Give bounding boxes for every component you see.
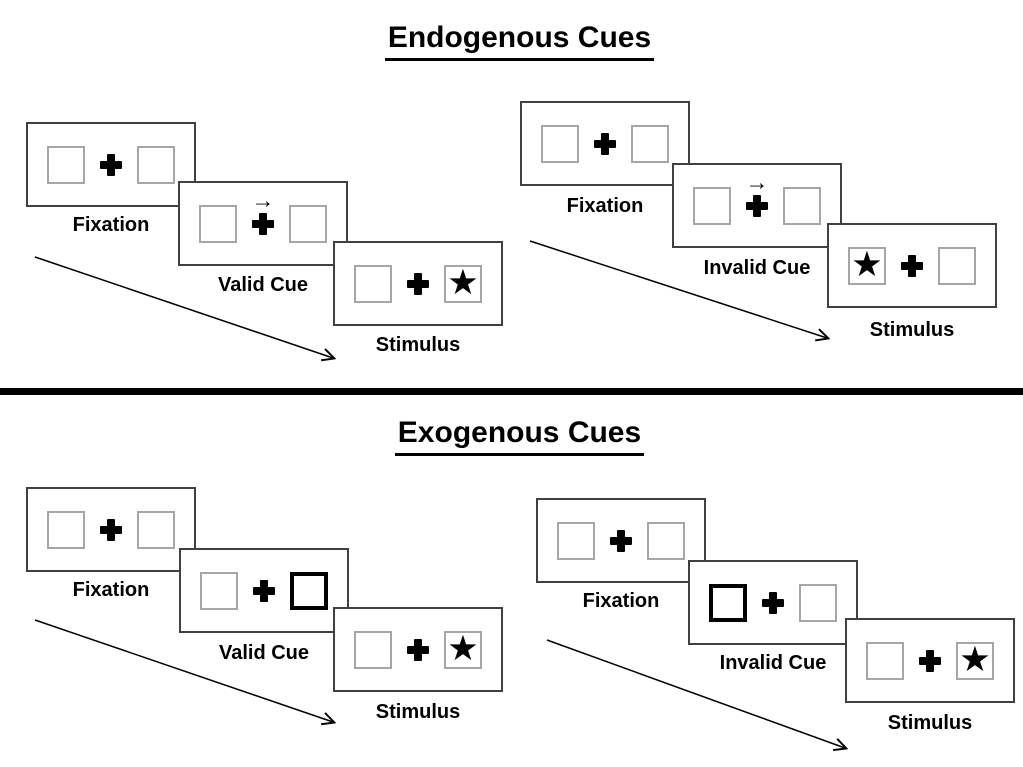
center-stack: → bbox=[251, 188, 275, 236]
cue-screen: → bbox=[672, 163, 842, 248]
target-star-icon: ★ bbox=[447, 628, 479, 668]
fixation-cross-icon bbox=[594, 132, 616, 155]
target-box-right: ★ bbox=[956, 639, 994, 680]
placeholder-box-right bbox=[137, 510, 175, 549]
target-box-right: ★ bbox=[444, 628, 482, 669]
cue-screen bbox=[688, 560, 858, 645]
screen-label: Invalid Cue bbox=[719, 652, 827, 674]
exogenous-cue-box bbox=[290, 571, 328, 610]
target-box-right: ★ bbox=[444, 262, 482, 303]
placeholder-box-right bbox=[631, 124, 669, 163]
fixation-cross-icon bbox=[100, 518, 122, 541]
cue-arrow-icon: → bbox=[745, 168, 769, 195]
placeholder-box-right bbox=[938, 246, 976, 285]
fixation-screen bbox=[520, 101, 690, 186]
placeholder-box-left bbox=[199, 204, 237, 243]
target-star-icon: ★ bbox=[959, 639, 991, 679]
placeholder-box-left bbox=[47, 510, 85, 549]
placeholder-box-right bbox=[799, 583, 837, 622]
section-title-exogenous: Exogenous Cues bbox=[8, 416, 1023, 456]
fixation-screen bbox=[26, 122, 196, 207]
time-arrow bbox=[546, 639, 857, 758]
center-stack bbox=[99, 518, 123, 542]
cue-screen: → bbox=[178, 181, 348, 266]
placeholder-box-right bbox=[289, 204, 327, 243]
center-stack bbox=[918, 649, 942, 673]
exogenous-cue-box bbox=[709, 583, 747, 622]
screen-label: Invalid Cue bbox=[703, 257, 811, 279]
center-stack bbox=[406, 638, 430, 662]
fixation-cross-icon bbox=[253, 579, 275, 602]
fixation-cross-icon bbox=[252, 212, 274, 235]
section-title-text: Exogenous Cues bbox=[394, 416, 645, 456]
placeholder-box-right bbox=[783, 186, 821, 225]
cue-screen bbox=[179, 548, 349, 633]
fixation-screen bbox=[536, 498, 706, 583]
center-stack bbox=[609, 529, 633, 553]
placeholder-box-left bbox=[557, 521, 595, 560]
time-arrow bbox=[34, 619, 345, 732]
section-title-text: Endogenous Cues bbox=[384, 21, 655, 61]
placeholder-box-right bbox=[647, 521, 685, 560]
fixation-cross-icon bbox=[100, 153, 122, 176]
section-divider bbox=[0, 388, 1023, 395]
center-stack: → bbox=[745, 170, 769, 218]
fixation-cross-icon bbox=[407, 638, 429, 661]
screen-label: Stimulus bbox=[887, 712, 973, 734]
placeholder-box-left bbox=[47, 145, 85, 184]
screen-label: Valid Cue bbox=[218, 642, 310, 664]
center-stack bbox=[593, 132, 617, 156]
placeholder-box-left bbox=[866, 641, 904, 680]
stimulus-screen: ★ bbox=[333, 241, 503, 326]
fixation-cross-icon bbox=[762, 591, 784, 614]
center-stack bbox=[761, 591, 785, 615]
screen-label: Fixation bbox=[72, 214, 150, 236]
center-stack bbox=[406, 272, 430, 296]
target-box-left: ★ bbox=[848, 244, 886, 285]
placeholder-box-left bbox=[541, 124, 579, 163]
placeholder-box-left bbox=[693, 186, 731, 225]
screen-label: Stimulus bbox=[375, 334, 461, 356]
placeholder-box-left bbox=[200, 571, 238, 610]
cue-arrow-icon: → bbox=[251, 186, 275, 213]
fixation-cross-icon bbox=[919, 649, 941, 672]
fixation-cross-icon bbox=[610, 529, 632, 552]
target-star-icon: ★ bbox=[447, 262, 479, 302]
time-arrow bbox=[529, 240, 840, 349]
fixation-cross-icon bbox=[901, 254, 923, 277]
stimulus-screen: ★ bbox=[845, 618, 1015, 703]
placeholder-box-left bbox=[354, 264, 392, 303]
center-stack bbox=[900, 254, 924, 278]
section-title-endogenous: Endogenous Cues bbox=[8, 21, 1023, 61]
time-arrow bbox=[34, 256, 345, 369]
placeholder-box-right bbox=[137, 145, 175, 184]
placeholder-box-left bbox=[354, 630, 392, 669]
target-star-icon: ★ bbox=[851, 244, 883, 284]
fixation-screen bbox=[26, 487, 196, 572]
screen-label: Valid Cue bbox=[217, 274, 309, 296]
fixation-cross-icon bbox=[407, 272, 429, 295]
screen-label: Fixation bbox=[582, 590, 660, 612]
screen-label: Stimulus bbox=[375, 701, 461, 723]
stimulus-screen: ★ bbox=[827, 223, 997, 308]
stimulus-screen: ★ bbox=[333, 607, 503, 692]
screen-label: Fixation bbox=[72, 579, 150, 601]
screen-label: Stimulus bbox=[869, 319, 955, 341]
screen-label: Fixation bbox=[566, 195, 644, 217]
center-stack bbox=[252, 579, 276, 603]
center-stack bbox=[99, 153, 123, 177]
fixation-cross-icon bbox=[746, 194, 768, 217]
